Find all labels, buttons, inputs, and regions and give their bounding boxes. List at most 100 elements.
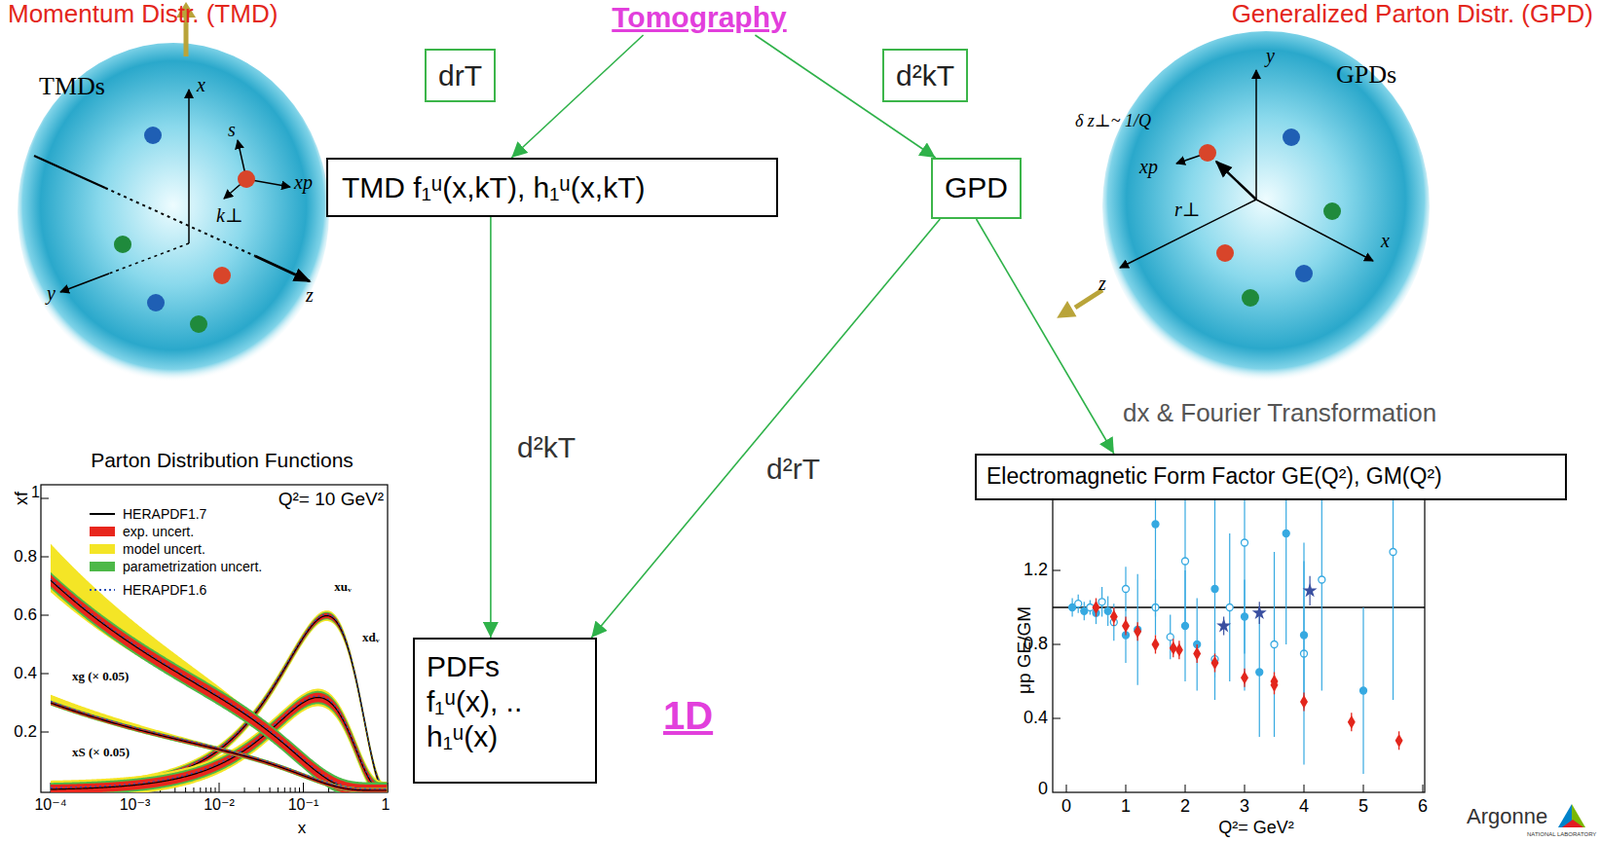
label: xS (× 0.05) bbox=[72, 745, 130, 761]
error-bar bbox=[1302, 543, 1304, 766]
nucleon-cloud bbox=[17, 42, 330, 382]
connector-arrow bbox=[591, 219, 940, 638]
label: 3 bbox=[1239, 796, 1250, 818]
error-bar bbox=[1243, 486, 1245, 692]
data-point bbox=[1075, 600, 1082, 608]
data-points bbox=[1069, 486, 1404, 775]
legend-text: parametrization uncert. bbox=[122, 558, 262, 575]
data-point bbox=[1270, 641, 1278, 649]
tick bbox=[387, 782, 389, 793]
legend-swatch bbox=[89, 561, 115, 572]
label: x bbox=[196, 74, 206, 97]
data-point bbox=[1347, 715, 1356, 730]
data-point bbox=[1252, 605, 1267, 620]
label: xf bbox=[11, 491, 33, 506]
tmd-sphere bbox=[17, 1, 330, 382]
node-text: Electromagnetic Form Factor GE(Q²), GM(Q… bbox=[986, 462, 1556, 492]
label: 1D bbox=[663, 693, 713, 739]
label: 0.8 bbox=[13, 547, 38, 567]
data-point bbox=[1240, 670, 1249, 685]
label: xdᵥ bbox=[362, 631, 380, 646]
label: r⊥ bbox=[1174, 198, 1201, 222]
label: 5 bbox=[1358, 796, 1369, 818]
error-bar bbox=[1196, 598, 1198, 692]
tick bbox=[40, 498, 49, 500]
tick bbox=[215, 787, 217, 793]
label: 10⁻³ bbox=[119, 796, 151, 815]
label: Generalized Parton Distr. (GPD) bbox=[1231, 0, 1594, 30]
label: x bbox=[1380, 229, 1390, 253]
quark-dot bbox=[189, 315, 208, 334]
label: z bbox=[305, 284, 314, 307]
data-point bbox=[1270, 674, 1279, 689]
label: TMDs bbox=[38, 72, 106, 102]
error-bar bbox=[1285, 486, 1287, 645]
tick bbox=[192, 787, 194, 793]
position-arrow bbox=[1216, 161, 1257, 200]
tick bbox=[219, 782, 221, 793]
error-bar bbox=[1124, 607, 1126, 664]
label: 10⁻² bbox=[203, 796, 235, 815]
title-node: Tomography bbox=[611, 0, 786, 36]
struck-quark bbox=[1198, 144, 1217, 162]
tick bbox=[298, 787, 300, 793]
legend-text: HERAPDF1.7 bbox=[122, 506, 207, 522]
central-curve bbox=[50, 703, 387, 791]
tick bbox=[1363, 784, 1365, 793]
model-band bbox=[50, 695, 387, 793]
data-point bbox=[1241, 539, 1249, 547]
x-axis bbox=[187, 89, 190, 244]
struck-quark bbox=[237, 170, 256, 188]
label: 10⁻¹ bbox=[288, 796, 320, 815]
argonne-logo bbox=[1558, 804, 1586, 828]
node-text: TMD f₁ᵘ(x,kT), h₁ᵘ(x,kT) bbox=[341, 168, 763, 207]
z-axis bbox=[255, 256, 310, 282]
data-point bbox=[1121, 619, 1130, 633]
z-axis bbox=[105, 187, 256, 257]
data-point bbox=[1211, 656, 1220, 670]
label: 0.2 bbox=[13, 722, 38, 743]
node-text: h₁ᵘ(x) bbox=[426, 719, 584, 755]
logo-mark bbox=[1562, 819, 1584, 828]
label: xuᵥ bbox=[334, 580, 352, 596]
quark-dot bbox=[1241, 289, 1260, 307]
data-point bbox=[1395, 734, 1404, 748]
label: GPDs bbox=[1336, 60, 1397, 90]
form-factor-box: Electromagnetic Form Factor GE(Q²), GM(Q… bbox=[974, 453, 1567, 501]
data-point bbox=[1300, 695, 1308, 709]
tick bbox=[1422, 784, 1424, 793]
z-axis bbox=[1119, 199, 1257, 268]
label: Q²= GeV² bbox=[1218, 818, 1295, 839]
old-curve bbox=[50, 702, 387, 790]
tick bbox=[40, 732, 49, 734]
tick bbox=[1052, 644, 1061, 646]
label: Argonne bbox=[1466, 804, 1548, 829]
quark-dot bbox=[1282, 128, 1301, 147]
data-point bbox=[1152, 637, 1160, 652]
node-text: Tomography bbox=[611, 0, 786, 36]
label: y bbox=[1265, 44, 1275, 68]
quark-dot bbox=[1295, 264, 1313, 283]
data-point bbox=[1110, 610, 1118, 625]
label: s bbox=[227, 118, 236, 142]
data-point bbox=[1360, 687, 1368, 695]
y-axis bbox=[60, 273, 110, 293]
label: xg (× 0.05) bbox=[72, 669, 129, 685]
plot-frame bbox=[40, 484, 388, 793]
label: 0.8 bbox=[1023, 633, 1048, 655]
tick bbox=[295, 787, 297, 793]
tick bbox=[1185, 784, 1187, 793]
x-axis bbox=[1256, 199, 1374, 261]
connector-arrow bbox=[976, 219, 1115, 454]
pdf-box: PDFsf₁ᵘ(x), ..h₁ᵘ(x) bbox=[412, 637, 597, 784]
y-axis bbox=[1255, 70, 1258, 200]
tick bbox=[1052, 570, 1061, 572]
data-point bbox=[1211, 586, 1219, 594]
tick bbox=[1244, 784, 1246, 793]
data-point bbox=[1104, 607, 1112, 615]
tick bbox=[1125, 784, 1127, 793]
label: δ z⊥~ 1/Q bbox=[1075, 111, 1152, 132]
tick bbox=[284, 787, 286, 793]
z-axis bbox=[34, 155, 106, 188]
